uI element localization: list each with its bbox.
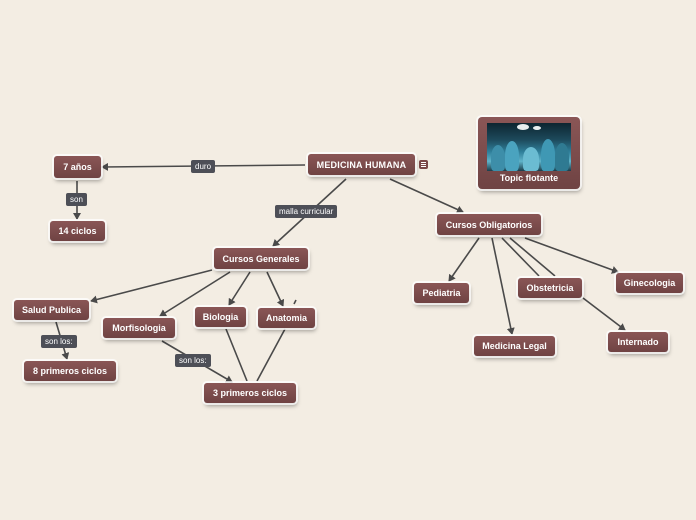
edge-label-son-los-1: son los:	[41, 335, 77, 348]
topic-7-anos[interactable]: 7 años	[54, 156, 101, 178]
edge-gen-bio	[228, 271, 251, 306]
edge-obl-ginecologia	[524, 237, 619, 274]
edge-gen-anat	[266, 271, 285, 307]
edge-gen-morfo	[159, 271, 231, 317]
root-topic[interactable]: MEDICINA HUMANA	[308, 154, 415, 175]
topic-pediatria-label: Pediatria	[422, 288, 461, 298]
surgery-photo	[487, 123, 571, 171]
topic-salud-publica-label: Salud Publica	[21, 305, 81, 315]
topic-3-primeros-ciclos[interactable]: 3 primeros ciclos	[204, 383, 296, 403]
topic-internado[interactable]: Internado	[608, 332, 668, 352]
topic-morfisologia-label: Morfisologia	[112, 323, 166, 333]
topic-obstetricia-label: Obstetricia	[526, 283, 574, 293]
topic-7-anos-label: 7 años	[63, 162, 92, 172]
topic-anatomia[interactable]: Anatomia	[258, 308, 315, 328]
topic-medicina-legal-label: Medicina Legal	[482, 341, 547, 351]
edge-label-son: son	[66, 193, 87, 206]
topic-salud-publica[interactable]: Salud Publica	[14, 300, 89, 320]
topic-pediatria[interactable]: Pediatria	[414, 283, 469, 303]
topic-ginecologia[interactable]: Ginecologia	[616, 273, 683, 293]
floating-topic-title: Topic flotante	[499, 173, 559, 183]
edge-label-malla-curricular: malla curricular	[275, 205, 338, 218]
topic-cursos-generales[interactable]: Cursos Generales	[214, 248, 308, 269]
topic-morfisologia[interactable]: Morfisologia	[103, 318, 175, 338]
topic-ginecologia-label: Ginecologia	[623, 278, 676, 288]
topic-cursos-obligatorios[interactable]: Cursos Obligatorios	[437, 214, 541, 235]
floating-topic[interactable]: Topic flotante	[478, 117, 580, 189]
topic-biologia[interactable]: Biologia	[195, 307, 246, 327]
topic-internado-label: Internado	[617, 337, 659, 347]
edge-bio-3ciclos	[225, 328, 248, 382]
topic-cursos-generales-label: Cursos Generales	[222, 253, 300, 264]
edge-gen-salud	[90, 269, 213, 304]
topic-8-primeros-ciclos-label: 8 primeros ciclos	[32, 366, 108, 376]
edge-label-duro: duro	[191, 160, 216, 173]
edge-anat-3ciclos	[256, 328, 286, 382]
edge-obl-obstetricia-a	[501, 237, 540, 277]
topic-obstetricia[interactable]: Obstetricia	[518, 278, 582, 298]
topic-8-primeros-ciclos[interactable]: 8 primeros ciclos	[24, 361, 116, 381]
edge-obl-medlegal	[491, 237, 515, 335]
topic-biologia-label: Biologia	[202, 312, 239, 322]
edge-obst-internado	[582, 297, 626, 331]
topic-3-primeros-ciclos-label: 3 primeros ciclos	[212, 388, 288, 398]
topic-14-ciclos-label: 14 ciclos	[58, 226, 97, 236]
topic-anatomia-label: Anatomia	[265, 313, 307, 323]
topic-cursos-obligatorios-label: Cursos Obligatorios	[445, 219, 533, 230]
note-icon[interactable]	[419, 160, 428, 169]
root-topic-label: MEDICINA HUMANA	[316, 159, 407, 170]
edge-anat-tick	[293, 299, 297, 305]
topic-medicina-legal[interactable]: Medicina Legal	[474, 336, 555, 356]
edge-obl-obstetricia-b	[509, 237, 556, 277]
edge-label-son-los-2: son los:	[175, 354, 211, 367]
edge-obl-pediatria	[448, 237, 480, 282]
edge-root-obligatorios	[389, 178, 464, 214]
topic-14-ciclos[interactable]: 14 ciclos	[50, 221, 105, 241]
